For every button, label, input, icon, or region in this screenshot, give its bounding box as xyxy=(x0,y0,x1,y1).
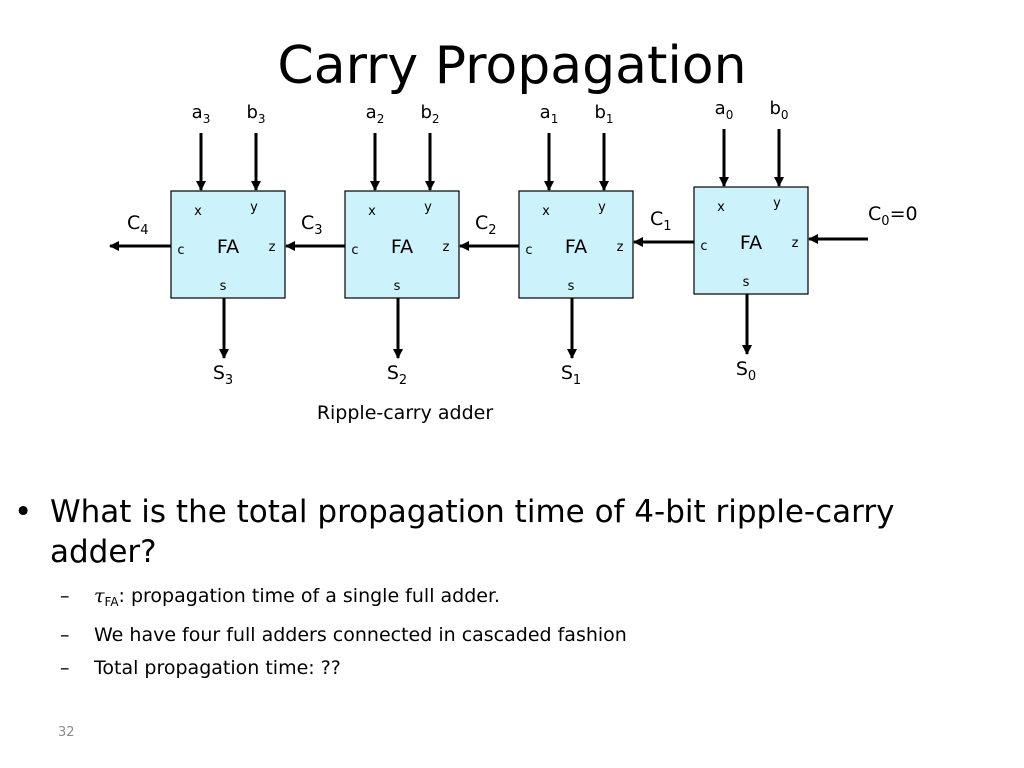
port-s-label: s xyxy=(568,279,575,294)
port-z-label: z xyxy=(269,240,276,255)
input-label-a1: a1 xyxy=(540,102,559,126)
port-x-label: x xyxy=(368,204,376,219)
sub-bullet-text: Total propagation time: ?? xyxy=(94,657,341,679)
bullet-question: • What is the total propagation time of … xyxy=(14,492,1004,572)
full-adder-label: FA xyxy=(217,236,239,258)
port-c-label: c xyxy=(351,243,358,258)
port-x-label: x xyxy=(542,204,550,219)
full-adder-label: FA xyxy=(740,232,762,254)
sum-label-s2: S2 xyxy=(387,362,407,388)
input-label-b3: b3 xyxy=(246,102,265,126)
port-z-label: z xyxy=(443,240,450,255)
input-label-b0: b0 xyxy=(769,98,788,122)
carry-label-c3: C3 xyxy=(301,212,323,238)
sub-bullet-text: τFA: propagation time of a single full a… xyxy=(94,584,500,614)
sum-label-s3: S3 xyxy=(213,362,233,388)
input-label-a2: a2 xyxy=(366,102,385,126)
bullet-dot-icon: • xyxy=(14,494,33,530)
port-c-label: c xyxy=(177,243,184,258)
full-adder-box-1 xyxy=(518,190,634,299)
sub-bullet-text: We have four full adders connected in ca… xyxy=(94,624,627,646)
sub-bullet-cascade: – We have four full adders connected in … xyxy=(60,623,1004,647)
sub-bullet-list: – τFA: propagation time of a single full… xyxy=(60,584,1004,680)
carry-label-c2: C2 xyxy=(475,212,497,238)
dash-icon: – xyxy=(60,585,70,607)
diagram-caption: Ripple-carry adder xyxy=(316,402,494,424)
bullet-question-text: What is the total propagation time of 4-… xyxy=(50,494,895,570)
port-x-label: x xyxy=(194,204,202,219)
dash-icon: – xyxy=(60,657,70,679)
full-adder-box-3 xyxy=(170,190,286,299)
slide-title: Carry Propagation xyxy=(277,36,747,96)
port-y-label: y xyxy=(250,200,258,215)
port-s-label: s xyxy=(743,275,750,290)
carry-label-c1: C1 xyxy=(650,208,672,234)
port-c-label: c xyxy=(700,239,707,254)
port-s-label: s xyxy=(220,279,227,294)
port-y-label: y xyxy=(598,200,606,215)
dash-icon: – xyxy=(60,624,70,646)
port-x-label: x xyxy=(717,200,725,215)
full-adder-label: FA xyxy=(565,236,587,258)
sum-label-s1: S1 xyxy=(561,362,581,388)
tau-description: : propagation time of a single full adde… xyxy=(118,585,501,607)
port-s-label: s xyxy=(394,279,401,294)
full-adder-box-0 xyxy=(693,186,809,295)
port-z-label: z xyxy=(617,240,624,255)
full-adder-label: FA xyxy=(391,236,413,258)
page-number: 32 xyxy=(58,725,75,740)
input-label-b2: b2 xyxy=(420,102,439,126)
port-c-label: c xyxy=(525,243,532,258)
sub-bullet-total: – Total propagation time: ?? xyxy=(60,656,1004,680)
tau-subscript: FA xyxy=(104,595,119,609)
input-label-b1: b1 xyxy=(594,102,613,126)
input-label-a3: a3 xyxy=(192,102,211,126)
port-y-label: y xyxy=(424,200,432,215)
tau-symbol: τ xyxy=(94,585,105,607)
sum-label-s0: S0 xyxy=(736,358,756,384)
carry-in-label: C0=0 xyxy=(868,203,918,229)
port-y-label: y xyxy=(773,196,781,211)
carry-label-c4: C4 xyxy=(127,212,149,238)
input-label-a0: a0 xyxy=(715,98,734,122)
sub-bullet-tau: – τFA: propagation time of a single full… xyxy=(60,584,1004,614)
bullet-list: • What is the total propagation time of … xyxy=(14,492,1004,689)
port-z-label: z xyxy=(792,236,799,251)
